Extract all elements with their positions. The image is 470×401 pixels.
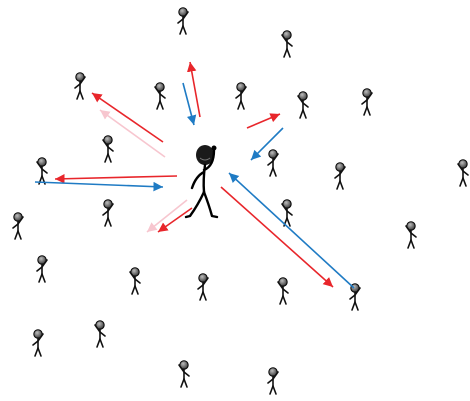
audience-figure <box>155 83 165 109</box>
audience-figure <box>13 213 23 239</box>
central-left-leg <box>186 192 204 217</box>
incoming-arrow <box>251 128 283 160</box>
outgoing-arrow <box>190 62 200 117</box>
audience-figure <box>198 274 208 300</box>
audience-figure <box>362 89 372 115</box>
audience-figure <box>103 200 113 226</box>
central-right-leg <box>204 192 217 217</box>
audience-figure <box>458 160 468 186</box>
audience-figure <box>298 92 308 118</box>
incoming-arrow <box>229 173 354 288</box>
incoming-arrow <box>183 83 194 125</box>
audience-figure <box>37 158 47 184</box>
central-speaker-figure <box>186 145 217 217</box>
audience-figure <box>37 256 47 282</box>
audience-figure <box>178 8 188 34</box>
audience-figure <box>236 83 246 109</box>
outgoing-arrow <box>247 114 280 128</box>
audience-figure <box>95 321 105 347</box>
audience-figure <box>278 278 288 304</box>
audience-figure <box>75 73 85 99</box>
audience-figure <box>268 368 278 394</box>
outgoing-arrow <box>92 93 163 142</box>
outgoing-arrow <box>55 176 177 179</box>
audience-figure <box>335 163 345 189</box>
audience-figure <box>179 361 189 387</box>
incoming-arrow <box>35 182 163 187</box>
audience-figure <box>268 150 278 176</box>
central-right-hand <box>212 146 217 151</box>
audience-figures <box>13 8 468 394</box>
central-left-arm <box>192 172 204 188</box>
faded-arrow <box>100 110 165 157</box>
audience-figure <box>33 330 43 356</box>
audience-figure <box>130 268 140 294</box>
audience-figure <box>103 136 113 162</box>
audience-figure <box>350 284 360 310</box>
audience-figure <box>406 222 416 248</box>
audience-figure <box>282 31 292 57</box>
outgoing-arrow <box>221 187 333 287</box>
